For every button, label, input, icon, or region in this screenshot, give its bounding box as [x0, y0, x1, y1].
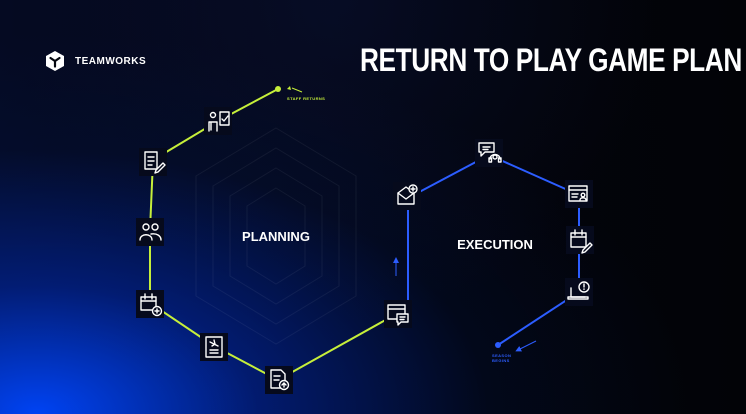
mail-add-icon — [393, 182, 421, 210]
execution-path: SEASON BEGINS — [393, 153, 580, 363]
calendar-edit-icon — [566, 226, 594, 254]
calendar-add-icon — [136, 290, 164, 318]
background-hexagons — [195, 127, 357, 345]
chat-support-icon — [475, 139, 503, 167]
travel-document-icon — [200, 333, 228, 361]
brand-name: TEAMWORKS — [75, 55, 147, 67]
document-edit-icon — [139, 148, 167, 176]
profile-list-icon — [565, 180, 593, 208]
group-icon — [136, 218, 164, 246]
execution-end-dot — [495, 342, 501, 348]
planning-start-dot — [275, 86, 281, 92]
schedule-message-icon — [384, 300, 412, 328]
staff-checklist-icon — [204, 107, 232, 135]
laptop-alert-icon — [565, 278, 593, 306]
staff-returns-label: STAFF RETURNS — [287, 96, 325, 101]
planning-label: PLANNING — [242, 229, 310, 244]
execution-label: EXECUTION — [457, 237, 533, 252]
season-label: SEASON — [492, 353, 511, 358]
document-upload-icon — [265, 366, 293, 394]
begins-label: BEGINS — [492, 358, 510, 363]
teamworks-logo-icon — [46, 51, 64, 71]
brand: TEAMWORKS — [44, 50, 146, 72]
page-title: RETURN TO PLAY GAME PLAN — [360, 42, 742, 78]
